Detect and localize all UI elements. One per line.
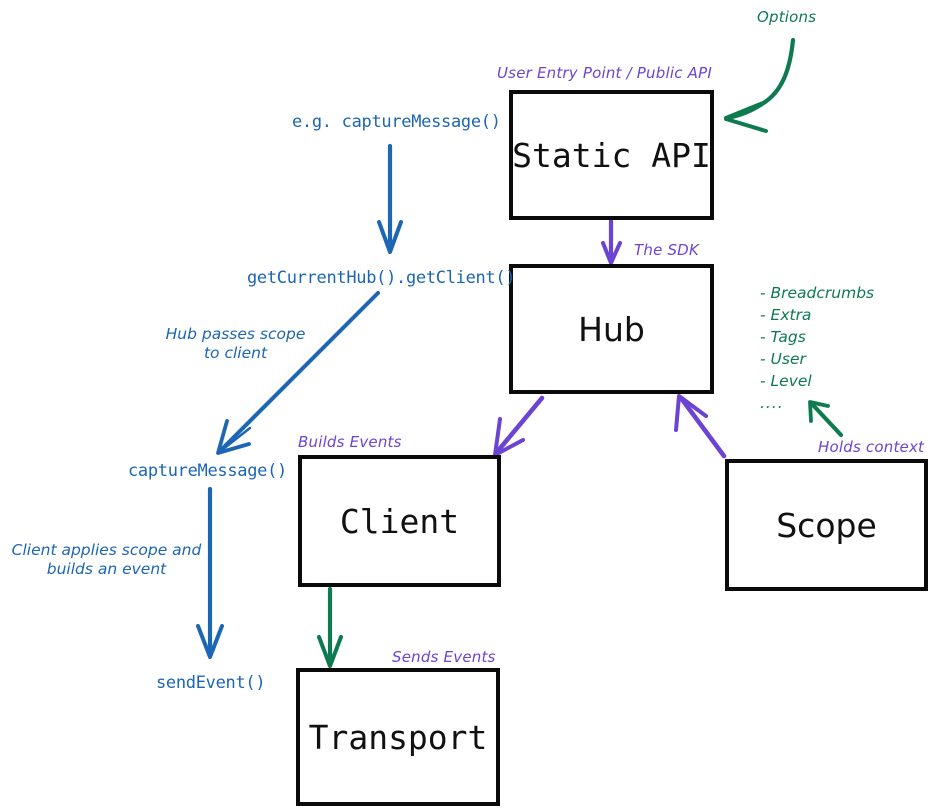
context-list-ellipsis: .... xyxy=(760,394,784,412)
annotation-send-event: sendEvent() xyxy=(156,673,266,693)
edge-get-client-to-capture xyxy=(216,291,380,455)
edge-scope-to-hub xyxy=(674,394,727,459)
node-scope[interactable]: Scope xyxy=(725,459,928,591)
annotation-eg-capture-message: e.g. captureMessage() xyxy=(292,112,501,132)
node-client[interactable]: Client xyxy=(298,455,501,587)
annotation-options: Options xyxy=(757,8,817,26)
context-list-item: - Tags xyxy=(760,328,806,346)
edge-client-to-transport xyxy=(317,586,343,668)
node-transport[interactable]: Transport xyxy=(296,668,500,806)
context-list: - Breadcrumbs - Extra - Tags - User - Le… xyxy=(760,282,874,414)
edge-options-to-static-api xyxy=(724,37,796,133)
annotation-the-sdk: The SDK xyxy=(634,241,699,259)
context-list-item: - Level xyxy=(760,372,812,390)
annotation-sends-events: Sends Events xyxy=(392,648,496,666)
annotation-hub-passes-scope: Hub passes scope to client xyxy=(165,325,306,362)
annotation-user-entry-point: User Entry Point / Public API xyxy=(497,64,712,82)
node-hub-label: Hub xyxy=(578,309,645,349)
node-scope-label: Scope xyxy=(776,505,877,545)
node-hub[interactable]: Hub xyxy=(509,264,714,394)
edge-hub-to-client xyxy=(493,395,545,457)
context-list-item: - Breadcrumbs xyxy=(760,284,875,302)
annotation-get-current-hub: getCurrentHub().getClient() xyxy=(247,268,516,288)
edge-static-api-to-hub xyxy=(601,218,622,265)
annotation-client-applies-scope: Client applies scope and builds an event xyxy=(11,541,202,578)
node-static-api-label: Static API xyxy=(512,135,711,175)
node-static-api[interactable]: Static API xyxy=(509,90,714,220)
context-list-item: - User xyxy=(760,350,806,368)
annotation-builds-events: Builds Events xyxy=(298,433,402,451)
context-list-item: - Extra xyxy=(760,306,812,324)
edge-entry-to-get-client xyxy=(377,143,403,254)
node-client-label: Client xyxy=(339,501,460,541)
node-transport-label: Transport xyxy=(308,717,488,757)
annotation-holds-context: Holds context xyxy=(818,438,925,456)
annotation-capture-message: captureMessage() xyxy=(128,461,287,481)
